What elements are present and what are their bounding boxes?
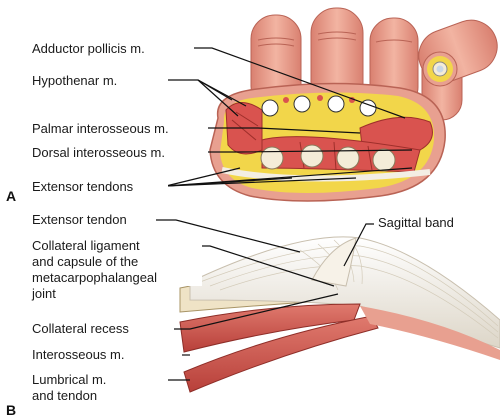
thumb-cross-section	[418, 19, 498, 87]
label-adductor-pollicis: Adductor pollicis m.	[32, 41, 145, 56]
panel-b-leader-lines	[154, 219, 374, 381]
label-collateral-recess: Collateral recess	[32, 321, 129, 336]
label-collateral-ligament-1: Collateral ligament	[32, 238, 140, 253]
panel-a-illustration	[30, 7, 498, 202]
label-extensor-tendon: Extensor tendon	[32, 212, 127, 227]
label-extensor-tendons: Extensor tendons	[32, 179, 134, 194]
label-collateral-ligament-4: joint	[32, 286, 56, 301]
panel-a-leader-lines	[165, 47, 413, 187]
label-hypothenar: Hypothenar m.	[32, 73, 118, 88]
palm-cross-section	[209, 82, 446, 202]
label-sagittal-band: Sagittal band	[378, 215, 454, 230]
label-lumbrical-2: and tendon	[32, 388, 98, 403]
label-lumbrical-1: Lumbrical m.	[32, 372, 107, 387]
label-collateral-ligament-3: metacarpophalangeal	[32, 270, 158, 285]
panel-a-label-bg	[30, 41, 208, 195]
label-palmar-interosseous: Palmar interosseous m.	[32, 121, 169, 136]
panel-b-label-bg	[30, 212, 494, 404]
label-collateral-ligament-2: and capsule of the	[32, 254, 139, 269]
label-interosseous: Interosseous m.	[32, 347, 125, 362]
panel-a-letter: A	[6, 188, 17, 204]
label-dorsal-interosseous: Dorsal interosseous m.	[32, 145, 165, 160]
panel-b-letter: B	[6, 402, 17, 418]
panel-b-illustration	[30, 212, 500, 404]
